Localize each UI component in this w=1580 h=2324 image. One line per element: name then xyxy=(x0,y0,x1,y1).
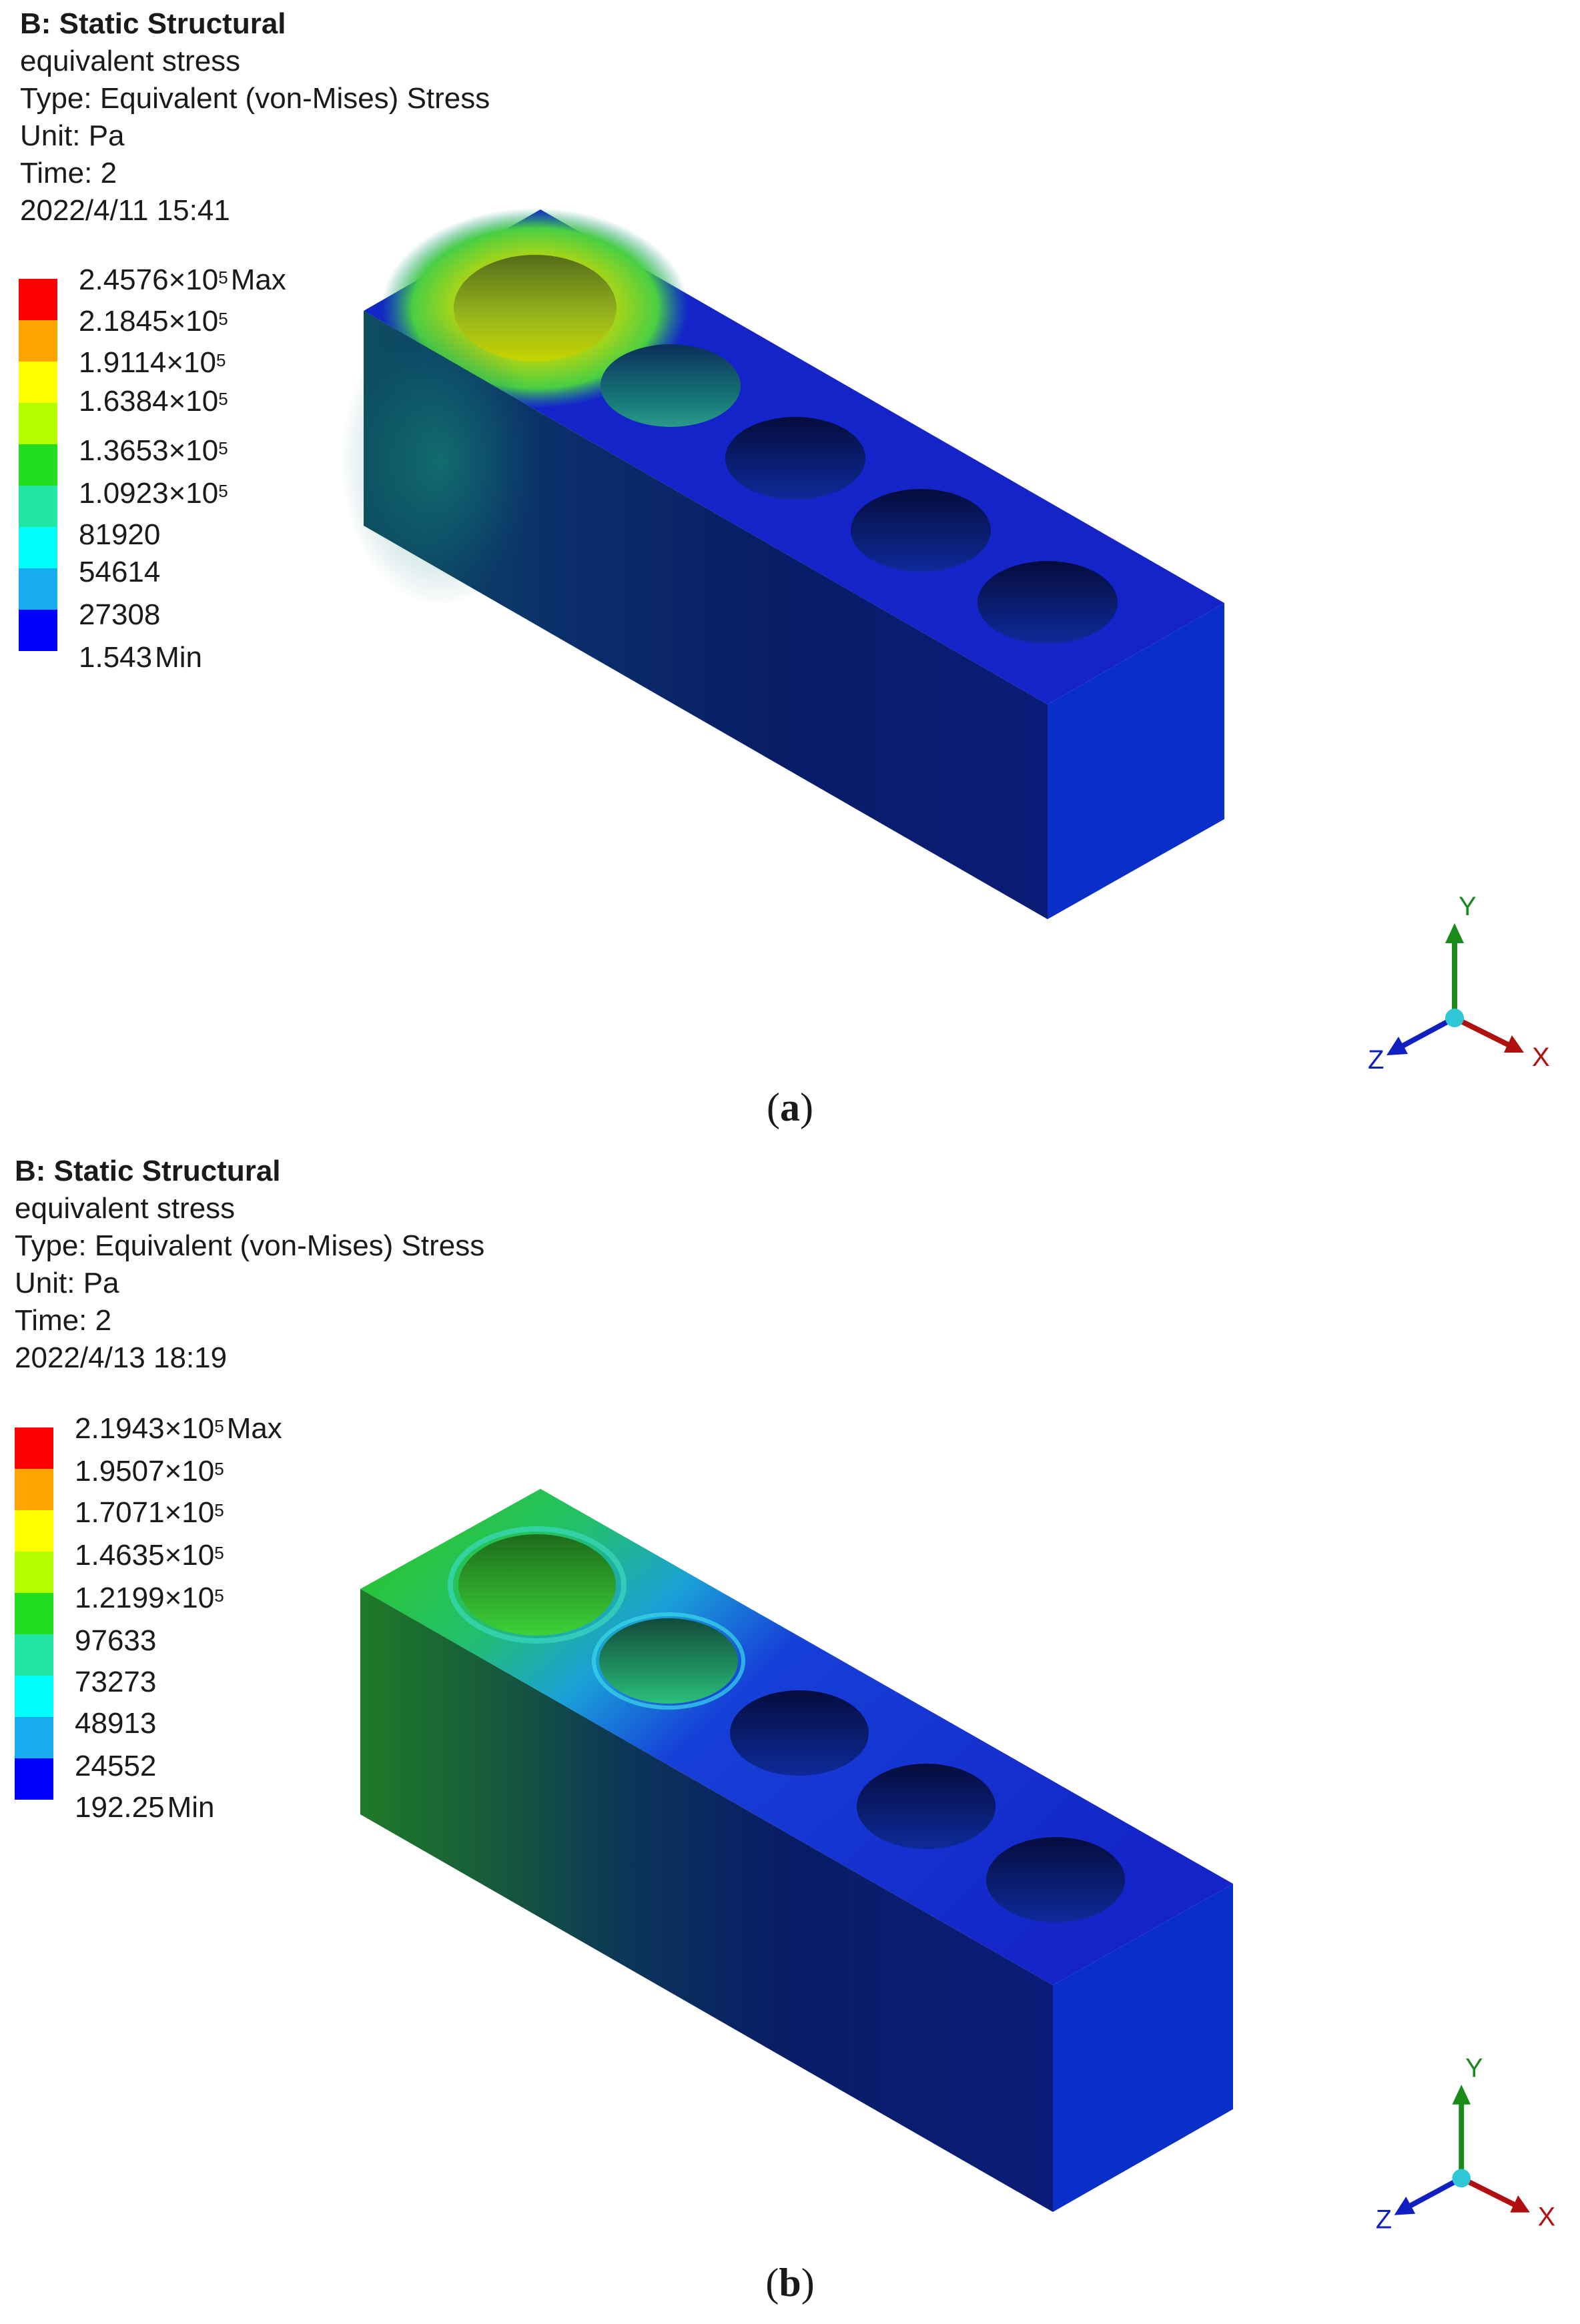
block-end-face xyxy=(1053,1884,1233,2212)
result-name: equivalent stress xyxy=(20,45,241,77)
result-timestamp: 2022/4/13 18:19 xyxy=(15,1341,228,1374)
result-unit: Unit: Pa xyxy=(15,1267,119,1299)
legend-band-8 xyxy=(15,1717,53,1758)
stress-legend: 2.4576×105Max 2.1845×105 1.9114×105 1.63… xyxy=(19,263,366,680)
y-axis-label: Y xyxy=(1465,2055,1483,2083)
block-end-face xyxy=(1048,603,1224,919)
x-axis-label: X xyxy=(1532,1043,1550,1072)
legend-label: 1.7071×105 xyxy=(75,1496,224,1529)
block-front-face xyxy=(360,1589,1053,2212)
z-axis-arrow xyxy=(1401,1015,1456,1049)
result-header: B: Static Structural equivalent stress T… xyxy=(20,5,490,229)
bolt-hole-2 xyxy=(601,344,741,427)
legend-label: 1.6384×105 xyxy=(79,385,228,418)
legend-band-7 xyxy=(15,1676,53,1717)
figure-caption: (b) xyxy=(765,2261,815,2305)
bolt-hole-4 xyxy=(851,489,991,572)
legend-label-max: 2.1943×105Max xyxy=(75,1412,282,1445)
legend-band-1 xyxy=(19,279,57,320)
legend-band-5 xyxy=(19,444,57,486)
bolt-hole-4 xyxy=(857,1764,996,1849)
bolt-hole-1 xyxy=(458,1534,616,1636)
bolt-hole-5 xyxy=(977,561,1118,644)
legend-label: 1.4635×105 xyxy=(75,1539,224,1572)
figure-caption: (a) xyxy=(767,1085,813,1129)
z-axis-label: Z xyxy=(1368,1045,1384,1075)
z-axis-label: Z xyxy=(1376,2205,1392,2234)
legend-band-9 xyxy=(19,610,57,651)
result-name: equivalent stress xyxy=(15,1192,236,1225)
analysis-title: B: Static Structural xyxy=(15,1155,281,1187)
legend-label: 1.3653×105 xyxy=(79,434,228,467)
legend-band-6 xyxy=(15,1634,53,1676)
legend-band-4 xyxy=(19,403,57,444)
result-type: Type: Equivalent (von-Mises) Stress xyxy=(15,1229,485,1262)
bolt-hole-3 xyxy=(730,1690,869,1776)
triad-origin xyxy=(1445,1009,1464,1027)
y-axis-label: Y xyxy=(1459,894,1477,921)
legend-label: 1.9507×105 xyxy=(75,1455,224,1488)
result-panel-a: B: Static Structural equivalent stress T… xyxy=(0,0,1580,1153)
x-axis-label: X xyxy=(1538,2203,1555,2232)
bolt-hole-3 xyxy=(725,417,865,500)
x-axis-arrow xyxy=(1460,2175,1516,2207)
legend-label: 73273 xyxy=(75,1666,157,1698)
triad-origin xyxy=(1452,2169,1471,2188)
bolt-hole-5 xyxy=(986,1837,1125,1922)
legend-band-8 xyxy=(19,568,57,610)
z-axis-arrow xyxy=(1409,2175,1463,2209)
bolt-hole-2 xyxy=(599,1618,738,1704)
legend-label: 1.2199×105 xyxy=(75,1582,224,1614)
x-axis-arrow xyxy=(1453,1015,1509,1047)
legend-band-2 xyxy=(19,320,57,362)
legend-band-1 xyxy=(15,1427,53,1469)
stress-glow xyxy=(340,314,540,607)
legend-band-7 xyxy=(19,527,57,568)
analysis-title: B: Static Structural xyxy=(20,7,286,40)
stress-legend: 2.1943×105Max 1.9507×105 1.7071×105 1.46… xyxy=(15,1412,362,1829)
legend-band-6 xyxy=(19,486,57,527)
result-timestamp: 2022/4/11 15:41 xyxy=(20,194,230,227)
legend-label: 1.0923×105 xyxy=(79,477,228,510)
bolt-hole-ring xyxy=(592,1612,745,1710)
legend-band-4 xyxy=(15,1552,53,1593)
z-arrowhead xyxy=(1394,2197,1416,2215)
legend-band-5 xyxy=(15,1593,53,1634)
bolt-hole-1 xyxy=(454,255,617,362)
result-time: Time: 2 xyxy=(15,1304,112,1337)
result-time: Time: 2 xyxy=(20,157,117,189)
z-arrowhead xyxy=(1387,1037,1408,1055)
legend-label-min: 192.25Min xyxy=(75,1791,215,1824)
legend-band-2 xyxy=(15,1469,53,1510)
legend-label: 1.9114×105 xyxy=(79,346,226,379)
legend-label: 2.1845×105 xyxy=(79,305,228,338)
x-arrowhead xyxy=(1510,2195,1530,2213)
legend-label-max: 2.4576×105Max xyxy=(79,263,286,296)
legend-band-3 xyxy=(19,362,57,403)
legend-label: 24552 xyxy=(75,1750,157,1782)
result-panel-b: B: Static Structural equivalent stress T… xyxy=(0,1153,1580,2324)
x-arrowhead xyxy=(1504,1035,1524,1053)
y-arrowhead xyxy=(1445,923,1464,943)
legend-label: 54614 xyxy=(79,556,161,588)
legend-label: 48913 xyxy=(75,1707,157,1740)
result-header: B: Static Structural equivalent stress T… xyxy=(15,1153,484,1377)
legend-band-3 xyxy=(15,1510,53,1552)
legend-label-min: 1.543Min xyxy=(79,641,203,674)
result-type: Type: Equivalent (von-Mises) Stress xyxy=(20,82,490,115)
y-arrowhead xyxy=(1452,2085,1471,2105)
legend-band-9 xyxy=(15,1758,53,1800)
result-unit: Unit: Pa xyxy=(20,119,125,152)
stress-contour-model xyxy=(360,1489,1233,2212)
legend-label: 81920 xyxy=(79,518,161,551)
legend-label: 27308 xyxy=(79,598,161,631)
bolt-hole-ring xyxy=(448,1526,627,1644)
coordinate-triad: Y X Z xyxy=(1376,2055,1555,2234)
coordinate-triad: Y X Z xyxy=(1368,894,1550,1075)
stress-contour-model xyxy=(340,208,1224,919)
legend-label: 97633 xyxy=(75,1624,157,1657)
